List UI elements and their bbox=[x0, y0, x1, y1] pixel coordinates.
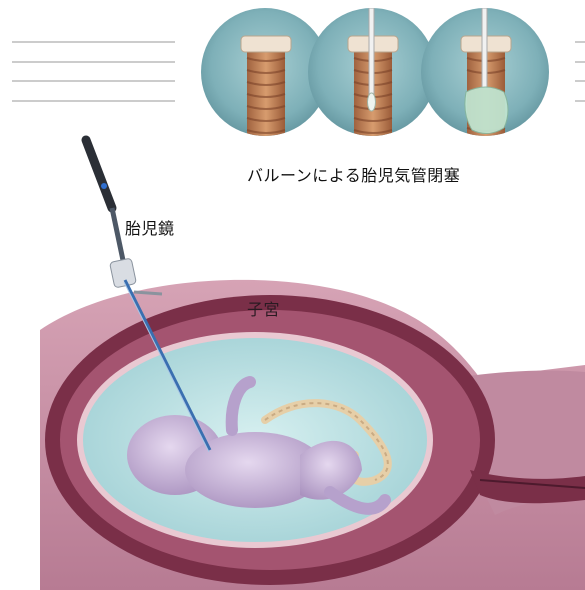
trachea-step-circle-3 bbox=[421, 8, 549, 148]
uterus-label: 子宮 bbox=[247, 302, 280, 318]
placeholder-text-lines-left bbox=[12, 42, 175, 101]
balloon-icon bbox=[465, 87, 508, 134]
placeholder-text-lines-right bbox=[575, 42, 585, 101]
trachea-step-circle-2 bbox=[308, 8, 436, 148]
fetoscope-label: 胎児鏡 bbox=[125, 221, 175, 237]
balloon-occlusion-caption: バルーンによる胎児気管閉塞 bbox=[247, 168, 460, 184]
